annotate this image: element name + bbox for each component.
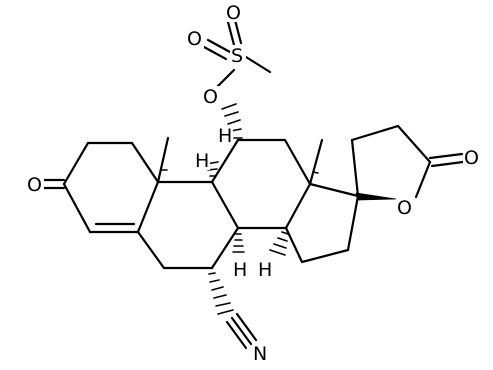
bond [210, 226, 240, 270]
hash-segment [273, 243, 287, 249]
ring-a [40, 141, 160, 234]
wedge-bond [355, 192, 397, 201]
bond [210, 138, 240, 184]
atom-label-o: O [203, 86, 218, 108]
hash-segment [215, 302, 231, 307]
bond [284, 226, 304, 264]
bond [284, 182, 312, 230]
bond [202, 45, 228, 61]
hash-segment [213, 294, 227, 299]
atom-label-h: H [218, 125, 232, 147]
bond [300, 248, 350, 264]
atom-label-o: O [226, 2, 241, 24]
bond [136, 230, 166, 270]
nitrile-group [225, 312, 258, 350]
hash-segment [269, 249, 286, 256]
atom-label-n: N [253, 343, 267, 365]
atom-label-o: O [397, 197, 412, 219]
bond [226, 20, 236, 47]
hash-segment [221, 103, 237, 110]
bond [350, 124, 400, 142]
hashed-bonds [161, 103, 319, 315]
hash-segment [217, 309, 234, 315]
atom-label-h: H [233, 259, 247, 281]
bond [156, 136, 170, 184]
bond [244, 55, 272, 74]
bond [136, 180, 160, 234]
bond [206, 38, 232, 54]
bond [62, 182, 92, 234]
bond [308, 138, 324, 186]
hash-segment [211, 286, 224, 291]
atom-label-h: H [258, 259, 272, 281]
bond [396, 124, 432, 164]
bond [414, 160, 432, 199]
hash-segment [281, 231, 289, 235]
bond [283, 138, 312, 186]
bond [233, 18, 243, 45]
ring-b [136, 136, 240, 270]
bond [225, 320, 248, 350]
bond [308, 182, 360, 198]
hash-segment [224, 111, 239, 117]
hash-segment [209, 279, 220, 283]
ring-c [210, 138, 324, 230]
bond [428, 152, 464, 160]
bond [210, 180, 240, 230]
hash-segment [208, 272, 216, 275]
bond [430, 160, 465, 168]
bond [350, 138, 360, 198]
bond [346, 194, 360, 252]
bond [130, 141, 160, 184]
atom-label-o: O [27, 174, 42, 196]
hash-segment [312, 171, 319, 174]
atom-label-o: O [464, 147, 479, 169]
hash-segment [277, 237, 288, 242]
atom-labels: O O S O H H O O O H H N [26, 2, 481, 365]
bond [230, 316, 253, 346]
ring-d [284, 182, 360, 264]
atom-label-s: S [231, 45, 243, 67]
bond [62, 141, 90, 186]
atom-label-h: H [195, 150, 209, 172]
lactone-ring [350, 124, 465, 199]
hash-segment [227, 119, 241, 125]
atom-label-o: O [187, 28, 202, 50]
bond [235, 312, 258, 342]
